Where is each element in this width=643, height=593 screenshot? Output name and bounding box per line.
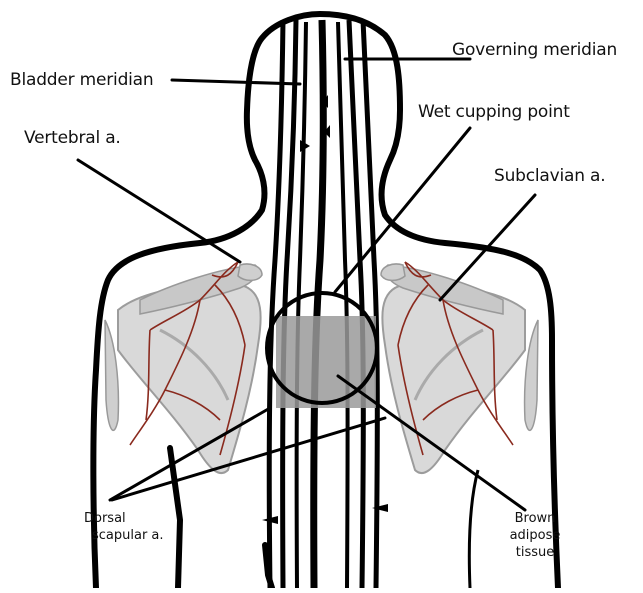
wet-cupping-point-label: Wet cupping point bbox=[418, 102, 570, 122]
bladder-meridian-label: Bladder meridian bbox=[10, 70, 153, 90]
left-scapula bbox=[105, 264, 262, 473]
brown-adipose-line3: tissue bbox=[500, 544, 570, 561]
vertebral-artery-label: Vertebral a. bbox=[24, 128, 121, 148]
dorsal-scapular-line2: scapular a. bbox=[92, 527, 164, 544]
brown-adipose-line2: adipose bbox=[500, 527, 570, 544]
brown-adipose-tissue-label: Brown adipose tissue bbox=[500, 510, 570, 561]
governing-meridian-label: Governing meridian bbox=[452, 40, 617, 60]
dorsal-scapular-line1: Dorsal bbox=[84, 510, 164, 527]
brown-adipose-line1: Brown bbox=[500, 510, 570, 527]
right-scapula bbox=[381, 264, 538, 473]
dorsal-scapular-artery-label: Dorsal scapular a. bbox=[84, 510, 164, 544]
right-torso-inner-line bbox=[469, 470, 478, 588]
subclavian-artery-label: Subclavian a. bbox=[494, 166, 605, 186]
spine-meridians bbox=[269, 20, 377, 588]
